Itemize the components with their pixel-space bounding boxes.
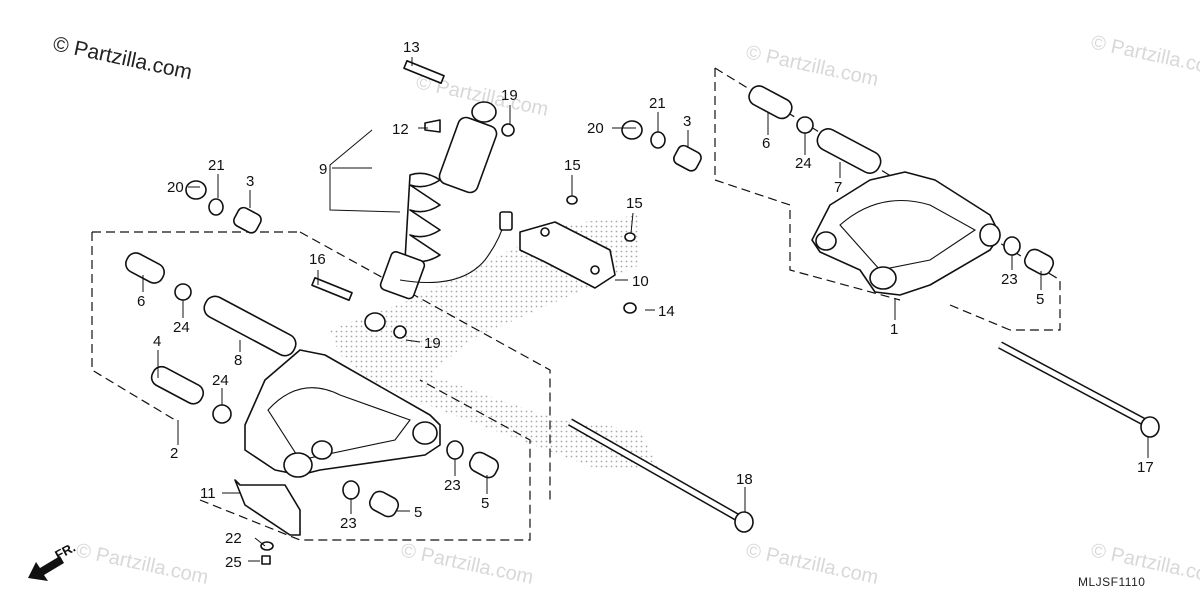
callout-8: 8 — [234, 352, 242, 369]
callout-12: 12 — [392, 121, 409, 138]
callout-20: 20 — [167, 179, 184, 196]
bolt-16 — [311, 276, 353, 302]
leader-lines — [142, 57, 1149, 562]
callout-17: 17 — [1137, 459, 1154, 476]
swingarm-right — [811, 171, 1001, 296]
front-direction-indicator: FR. — [28, 540, 78, 581]
callout-24: 24 — [212, 372, 229, 389]
callout-4: 4 — [153, 333, 161, 350]
callout-1: 1 — [890, 321, 898, 338]
hardware-upper-left — [185, 180, 262, 234]
callout-23: 23 — [444, 477, 461, 494]
callout-3: 3 — [683, 113, 691, 130]
callout-6: 6 — [137, 293, 145, 310]
callout-7: 7 — [834, 179, 842, 196]
watermark-text: © Partzilla.com — [744, 41, 880, 91]
callout-9: 9 — [319, 161, 327, 178]
bushings-left — [125, 252, 500, 565]
assembly-outline-right — [714, 67, 1061, 331]
callout-24: 24 — [173, 319, 190, 336]
callout-18: 18 — [736, 471, 753, 488]
callout-25: 25 — [225, 554, 242, 571]
callout-5: 5 — [481, 495, 489, 512]
pivot-shaft-18 — [568, 418, 754, 533]
callout-labels: 13 19 12 9 15 15 10 14 16 19 20 21 3 6 2… — [137, 39, 1154, 571]
callout-5: 5 — [1036, 291, 1044, 308]
callout-2: 2 — [170, 445, 178, 462]
callout-14: 14 — [658, 303, 675, 320]
fasteners — [393, 119, 637, 339]
callout-10: 10 — [632, 273, 649, 290]
callout-6: 6 — [762, 135, 770, 152]
watermark-text: © Partzilla.com — [1089, 31, 1200, 81]
hardware-upper-right — [621, 120, 702, 172]
callout-19: 19 — [501, 87, 518, 104]
bolt-13 — [403, 59, 445, 85]
watermark-text: © Partzilla.com — [744, 539, 880, 589]
callout-20: 20 — [587, 120, 604, 137]
diagram-code: MLJSF1110 — [1078, 575, 1145, 589]
callout-11: 11 — [200, 485, 216, 502]
callout-22: 22 — [225, 530, 242, 547]
callout-5: 5 — [414, 504, 422, 521]
callout-15: 15 — [564, 157, 581, 174]
swingarm-left — [244, 349, 441, 478]
chain-guard — [234, 479, 301, 536]
callout-24: 24 — [795, 155, 812, 172]
direction-arrow-icon — [28, 556, 64, 581]
callout-16: 16 — [309, 251, 326, 268]
callout-21: 21 — [649, 95, 666, 112]
watermark-text: © Partzilla.com — [399, 539, 535, 589]
callout-23: 23 — [340, 515, 357, 532]
watermark-text: © Partzilla.com — [74, 539, 210, 589]
callout-3: 3 — [246, 173, 254, 190]
callout-21: 21 — [208, 157, 225, 174]
bracket — [519, 221, 616, 289]
brand-watermark: © Partzilla.com — [51, 32, 194, 84]
pivot-shaft-17 — [998, 341, 1160, 438]
callout-15: 15 — [626, 195, 643, 212]
callout-23: 23 — [1001, 271, 1018, 288]
callout-19: 19 — [424, 335, 441, 352]
callout-13: 13 — [403, 39, 420, 56]
shock-absorber — [364, 101, 513, 332]
